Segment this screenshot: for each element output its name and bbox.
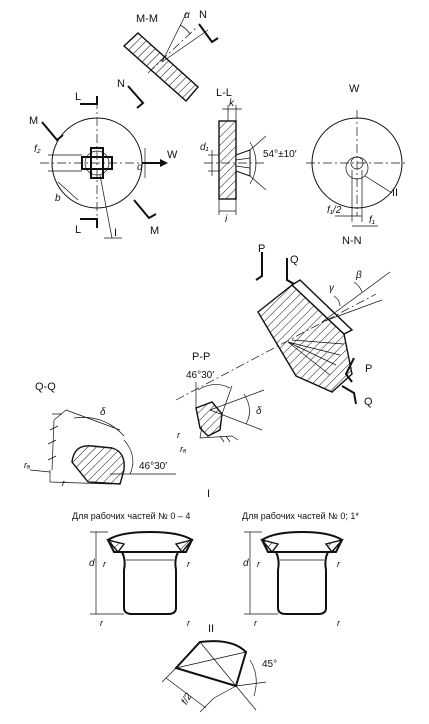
radius-r-right-1: r (257, 559, 261, 569)
section-pp-label: P-P (192, 351, 210, 363)
section-ll: L-L k i d₁ 54°±10′ (200, 87, 297, 225)
radius-r-pp-label: r (177, 430, 181, 440)
marker-q-top: Q (290, 254, 299, 266)
angle-gamma-label: γ (329, 283, 335, 294)
section-qq-label: Q-Q (35, 381, 56, 393)
radius-r-left-3: r (100, 618, 104, 628)
detail-one: I Для рабочих частей № 0 – 4 Для рабочих… (72, 488, 359, 628)
marker-m-top: M (29, 115, 38, 127)
radius-r-right-3: r (254, 618, 258, 628)
angle-pp-46-label: 46°30′ (186, 370, 214, 381)
dim-d-left-label: d (89, 558, 95, 569)
dim-i-label: i (225, 214, 228, 225)
radius-ra-qq-label: rₐ (24, 460, 30, 470)
detail-one-right: d r r r r (243, 530, 344, 628)
angle-qq-46-label: 46°30′ (139, 461, 167, 472)
radius-r-left-2: r (187, 559, 191, 569)
detail-two-title: II (208, 623, 214, 635)
detail-ref-two-w: II (392, 187, 398, 199)
note-parts-0-4: Для рабочих частей № 0 – 4 (72, 511, 190, 521)
section-ll-label: L-L (216, 87, 232, 99)
marker-w-arrow: W (167, 149, 178, 161)
detail-one-title: I (207, 488, 210, 500)
dim-d1-label: d₁ (200, 142, 209, 153)
dim-f2-half-label: f/2 (180, 691, 195, 707)
section-ll-body (218, 120, 237, 200)
detail-one-left: d r r r r (89, 530, 194, 628)
angle-beta-label: β (355, 270, 362, 281)
angle-delta-pp-label: δ (256, 406, 262, 417)
section-qq-body (71, 445, 125, 485)
section-pp: P-P 46°30′ δ r rₐ (177, 351, 265, 454)
dim-d-main-label: d (137, 162, 143, 173)
dim-f1-half-label: f₁/2 (327, 205, 342, 216)
dim-k-label: k (229, 98, 235, 109)
view-w-label: W (349, 83, 360, 95)
dim-f2-label: f₂ (34, 144, 41, 155)
marker-p-bottom: P (365, 363, 372, 375)
section-mm-body (122, 32, 199, 102)
section-qq: Q-Q δ 46°30′ rₐ r (24, 381, 176, 488)
section-nn-label: N-N (342, 235, 362, 247)
marker-l-bottom: L (75, 224, 81, 236)
detail-two: II 45° f/2 (161, 623, 277, 713)
marker-l-top: L (75, 91, 81, 103)
marker-q-bottom: Q (364, 396, 373, 408)
marker-n-top: N (199, 9, 207, 21)
angle-delta-qq-label: δ (100, 407, 106, 418)
dim-b-label: b (55, 193, 61, 204)
angle-54-label: 54°±10′ (263, 149, 297, 160)
dim-d-right-label: d (243, 558, 249, 569)
detail-ref-one-main: I (114, 227, 117, 239)
section-pp-body (195, 401, 223, 437)
marker-n-bottom: N (117, 78, 125, 90)
radius-r-left-4: r (187, 618, 191, 628)
radius-r-right-2: r (337, 559, 341, 569)
radius-r-right-4: r (337, 618, 341, 628)
marker-m-bottom: M (150, 225, 159, 237)
view-w: W f₁/2 f₁ II (306, 83, 408, 227)
radius-r-qq-label: r (62, 478, 66, 488)
angle-45-label: 45° (262, 659, 277, 670)
section-mm: M-M α N N (117, 9, 219, 109)
dim-f1-label: f₁ (369, 215, 375, 226)
section-nn: N-N β γ P Q P Q (175, 235, 391, 408)
section-nn-body (257, 284, 353, 393)
angle-alpha-label: α (184, 10, 190, 21)
note-parts-0-1: Для рабочих частей № 0; 1* (242, 511, 359, 521)
radius-r-left-1: r (103, 559, 107, 569)
main-view: f₂ b d M M L L W I (29, 91, 178, 239)
radius-ra-pp-label: rₐ (180, 444, 186, 454)
section-mm-label: M-M (136, 13, 158, 25)
marker-p-top: P (258, 243, 265, 255)
